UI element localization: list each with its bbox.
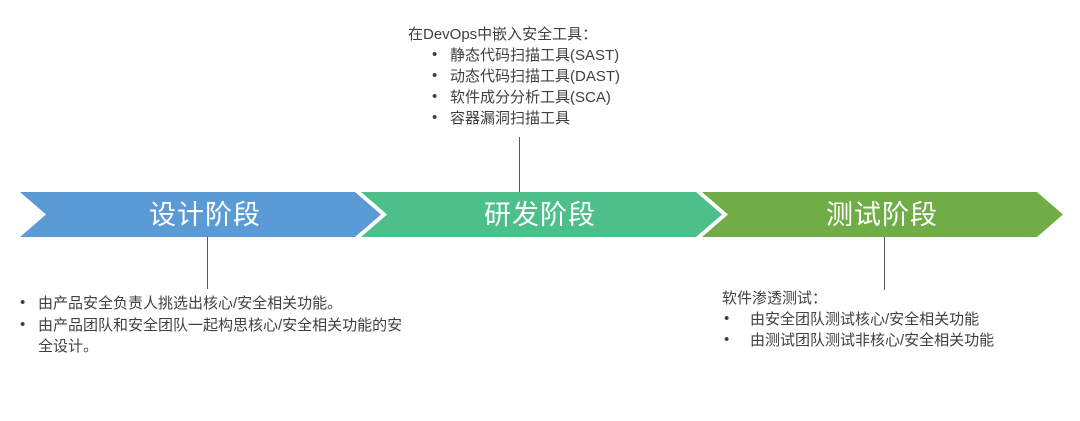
chevron-process-band xyxy=(0,185,1080,245)
leader-line-test xyxy=(884,237,885,290)
stage-label-development: 研发阶段 xyxy=(484,200,596,230)
note-devops: 在DevOps中嵌入安全工具： 静态代码扫描工具(SAST) 动态代码扫描工具(… xyxy=(408,24,620,129)
chevron-stage-development[interactable] xyxy=(361,192,722,237)
list-item: 容器漏洞扫描工具 xyxy=(408,107,620,129)
list-item: 由产品团队和安全团队一起构思核心/安全相关功能的安全设计。 xyxy=(14,314,414,357)
note-devops-heading: 在DevOps中嵌入安全工具： xyxy=(408,26,598,43)
list-item: 动态代码扫描工具(DAST) xyxy=(408,65,620,87)
leader-line-design xyxy=(207,237,208,289)
list-item: 由测试团队测试非核心/安全相关功能 xyxy=(722,329,994,351)
list-item: 由安全团队测试核心/安全相关功能 xyxy=(722,308,994,330)
list-item: 软件成分分析工具(SCA) xyxy=(408,86,620,108)
chevron-stage-testing[interactable] xyxy=(702,192,1063,237)
note-test-list: 由安全团队测试核心/安全相关功能 由测试团队测试非核心/安全相关功能 xyxy=(722,308,994,351)
note-test-heading: 软件渗透测试： xyxy=(722,290,828,307)
leader-line-devops xyxy=(519,137,520,193)
chevron-stage-design[interactable] xyxy=(20,192,381,237)
list-item: 由产品安全负责人挑选出核心/安全相关功能。 xyxy=(14,292,414,314)
stage-label-testing: 测试阶段 xyxy=(826,200,938,230)
note-test: 软件渗透测试： 由安全团队测试核心/安全相关功能 由测试团队测试非核心/安全相关… xyxy=(722,288,994,351)
note-devops-list: 静态代码扫描工具(SAST) 动态代码扫描工具(DAST) 软件成分分析工具(S… xyxy=(408,44,620,129)
list-item: 静态代码扫描工具(SAST) xyxy=(408,44,620,66)
stage-label-design: 设计阶段 xyxy=(149,200,261,230)
note-design-list: 由产品安全负责人挑选出核心/安全相关功能。 由产品团队和安全团队一起构思核心/安… xyxy=(14,292,414,357)
note-design: 由产品安全负责人挑选出核心/安全相关功能。 由产品团队和安全团队一起构思核心/安… xyxy=(14,292,414,358)
